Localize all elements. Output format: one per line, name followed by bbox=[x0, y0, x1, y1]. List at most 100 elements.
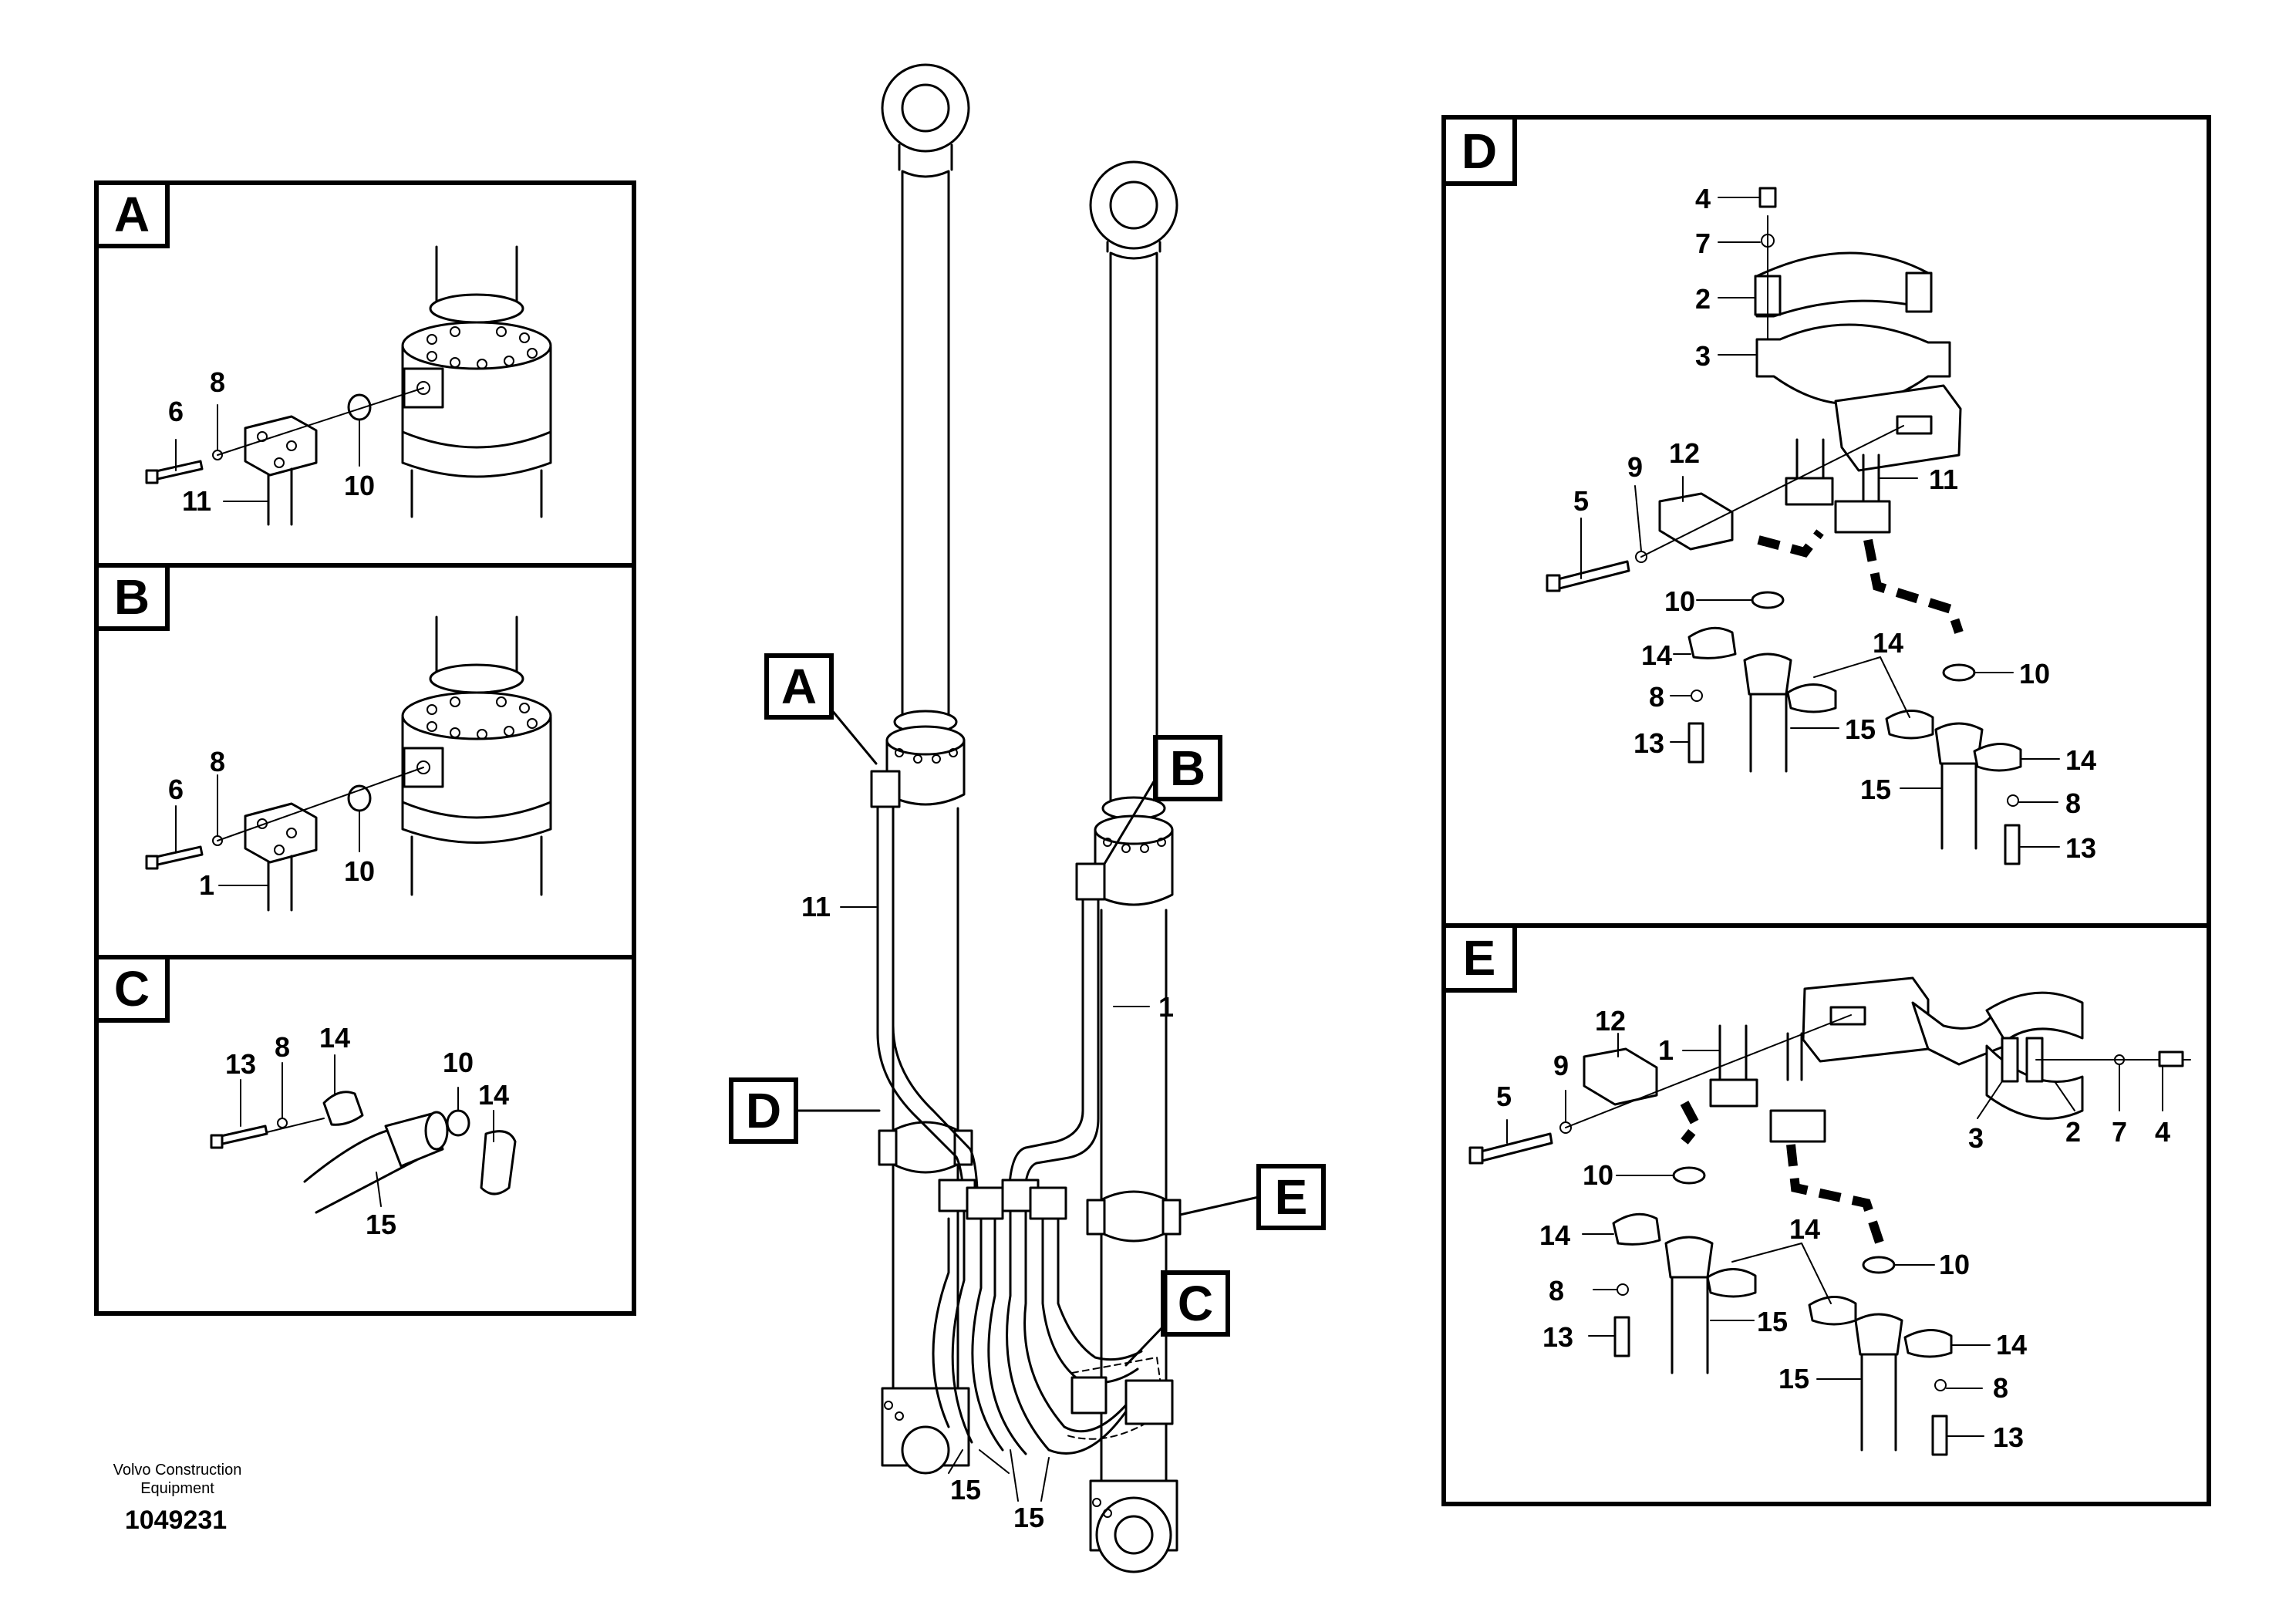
label-e-15-right: 15 bbox=[1778, 1363, 1809, 1394]
label-a-11: 11 bbox=[182, 485, 211, 517]
label-d-4: 4 bbox=[1695, 183, 1711, 214]
label-d-12: 12 bbox=[1669, 437, 1700, 469]
label-d-15-right: 15 bbox=[1860, 774, 1891, 805]
label-d-14-left: 14 bbox=[1641, 639, 1672, 671]
callout-d-letter: D bbox=[746, 1083, 781, 1138]
main-assembly: A B C D E 11 1 15 15 bbox=[729, 63, 1326, 1573]
screw-13-e-left bbox=[1613, 1316, 1630, 1357]
callout-a-letter: A bbox=[781, 659, 817, 714]
label-d-5: 5 bbox=[1573, 485, 1589, 517]
hose-fitting-c bbox=[303, 1111, 449, 1214]
flange-14-e-c bbox=[1808, 1296, 1857, 1326]
label-d-9: 9 bbox=[1627, 451, 1643, 483]
panel-e-letter: E bbox=[1463, 930, 1496, 986]
callout-b: B bbox=[1103, 735, 1222, 865]
flange-half-c-top bbox=[322, 1091, 364, 1126]
callout-a: A bbox=[764, 653, 878, 765]
block-12-e bbox=[1583, 1047, 1658, 1106]
hose-15-d-right bbox=[1934, 722, 1984, 850]
hose-fittings bbox=[938, 1179, 1174, 1425]
hose-15-e-left bbox=[1664, 1236, 1714, 1374]
label-e-13-left: 13 bbox=[1542, 1321, 1573, 1353]
callout-c-letter: C bbox=[1178, 1276, 1213, 1331]
label-e-14-left: 14 bbox=[1539, 1219, 1570, 1251]
o-ring-10-e-left bbox=[1672, 1166, 1706, 1185]
label-b-6: 6 bbox=[168, 774, 184, 805]
main-label-15-left: 15 bbox=[950, 1474, 981, 1506]
company-name-line2: Equipment bbox=[140, 1480, 214, 1497]
washer-c bbox=[277, 1118, 288, 1128]
block-12-d bbox=[1658, 492, 1734, 551]
tube-ends-d bbox=[1785, 438, 1891, 534]
label-d-15-left: 15 bbox=[1845, 713, 1876, 745]
label-c-10: 10 bbox=[443, 1047, 474, 1078]
panel-e-letter-box bbox=[1441, 923, 1517, 993]
company-name-line1: Volvo Construction bbox=[113, 1462, 242, 1479]
panel-a-frame bbox=[94, 180, 636, 568]
label-b-10: 10 bbox=[344, 855, 375, 887]
o-ring-a bbox=[347, 393, 372, 421]
label-d-8-left: 8 bbox=[1649, 681, 1664, 713]
screw-13-e-right bbox=[1931, 1415, 1948, 1456]
label-d-10-left: 10 bbox=[1664, 585, 1695, 617]
label-c-15: 15 bbox=[366, 1209, 396, 1240]
label-c-8: 8 bbox=[275, 1031, 290, 1063]
o-ring-10-e-right bbox=[1862, 1256, 1896, 1274]
flange-14-d-b bbox=[1786, 683, 1837, 713]
label-e-10-right: 10 bbox=[1939, 1249, 1970, 1280]
screw-4-e bbox=[2158, 1050, 2184, 1067]
label-e-5: 5 bbox=[1496, 1081, 1512, 1112]
label-a-8: 8 bbox=[210, 366, 225, 398]
hose-15-d-left bbox=[1743, 653, 1792, 773]
document-number: 1049231 bbox=[125, 1506, 227, 1535]
cylinder-head-a bbox=[401, 245, 552, 518]
label-c-14-bottom: 14 bbox=[478, 1079, 509, 1111]
label-e-8-left: 8 bbox=[1549, 1275, 1564, 1307]
label-d-3: 3 bbox=[1695, 340, 1711, 372]
main-label-1: 1 bbox=[1158, 991, 1174, 1023]
detail-panel-a: A 6 bbox=[94, 180, 636, 568]
detail-panel-d: D bbox=[1441, 115, 2211, 928]
label-e-2: 2 bbox=[2065, 1116, 2081, 1148]
cylinder-head-b bbox=[401, 615, 552, 896]
label-e-14-right: 14 bbox=[1996, 1329, 2027, 1361]
footer: Volvo Construction Equipment 1049231 bbox=[113, 1462, 242, 1535]
label-d-2: 2 bbox=[1695, 283, 1711, 315]
bracket-e bbox=[1802, 976, 2007, 1066]
tube-1 bbox=[1007, 862, 1106, 1205]
panel-a-letter-box bbox=[94, 180, 170, 248]
washer-8-e-right bbox=[1934, 1379, 1947, 1391]
label-e-3: 3 bbox=[1968, 1122, 1984, 1154]
flange-14-d-c bbox=[1885, 710, 1934, 740]
flange-14-d-a bbox=[1687, 626, 1737, 659]
washer-8-e-left bbox=[1617, 1283, 1629, 1296]
panel-d-letter: D bbox=[1462, 123, 1497, 179]
screw-13-d-left bbox=[1687, 722, 1704, 764]
label-e-1: 1 bbox=[1658, 1034, 1674, 1066]
screw-5-d bbox=[1546, 560, 1630, 592]
label-a-6: 6 bbox=[168, 396, 184, 427]
label-e-7: 7 bbox=[2112, 1116, 2127, 1148]
label-e-12: 12 bbox=[1595, 1005, 1626, 1037]
flange-14-d-d bbox=[1973, 742, 2022, 772]
callout-b-letter: B bbox=[1170, 740, 1205, 796]
pipe-bracket-d bbox=[878, 1121, 973, 1174]
main-label-15-right: 15 bbox=[1013, 1502, 1044, 1533]
clamp-upper-d bbox=[1754, 251, 1933, 318]
panel-d-letter-box bbox=[1441, 115, 1517, 186]
label-d-14-mid: 14 bbox=[1873, 627, 1903, 659]
panel-b-frame bbox=[94, 563, 636, 959]
left-cylinder bbox=[881, 63, 970, 1475]
panel-c-letter: C bbox=[114, 961, 150, 1017]
label-e-8-right: 8 bbox=[1993, 1372, 2008, 1404]
label-b-1: 1 bbox=[199, 869, 214, 901]
label-d-8-right: 8 bbox=[2065, 787, 2081, 819]
callout-d: D bbox=[729, 1077, 881, 1144]
o-ring-10-d-left bbox=[1751, 591, 1785, 609]
callout-e: E bbox=[1178, 1164, 1326, 1230]
screw-13-d-right bbox=[2004, 824, 2021, 865]
right-cylinder bbox=[1089, 160, 1178, 1573]
detail-panel-b: B 6 8 1 bbox=[94, 563, 636, 959]
label-d-14-right: 14 bbox=[2065, 744, 2096, 776]
